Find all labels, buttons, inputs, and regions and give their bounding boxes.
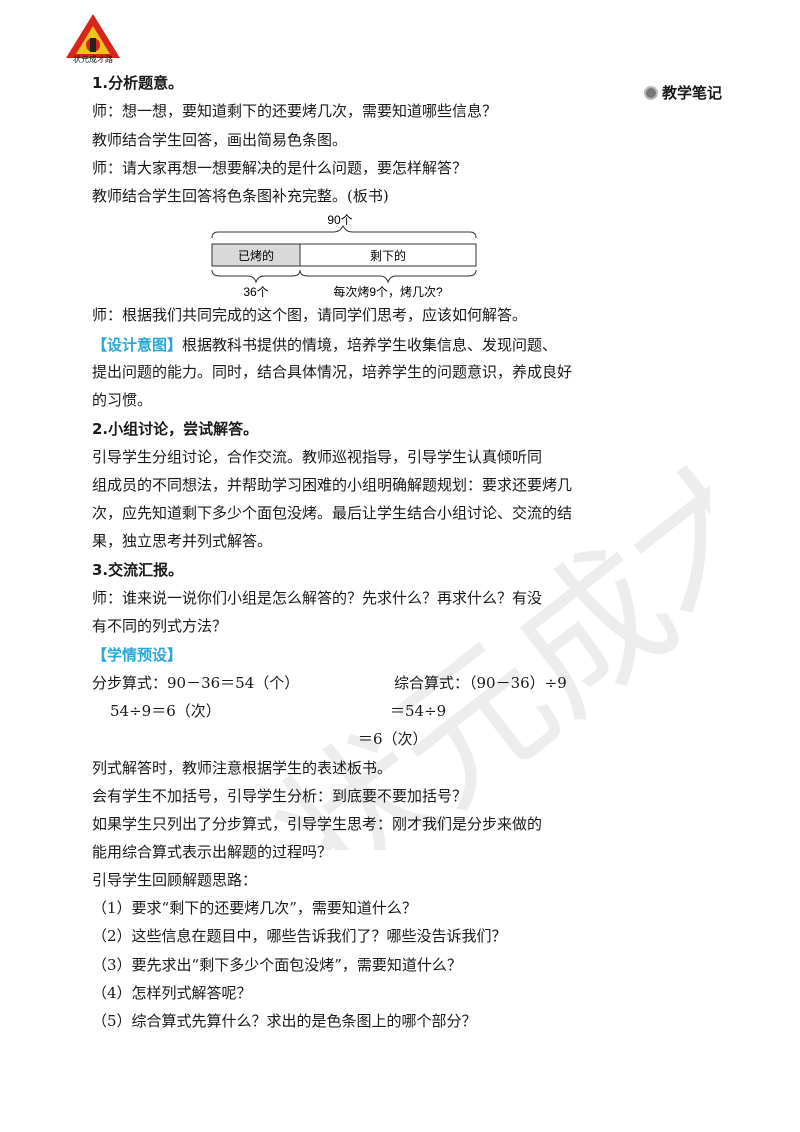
section1-p3: 师：请大家再想一想要解决的是什么问题，要怎样解答？ [92,159,468,177]
step-formula-1: 分步算式：90－36＝54（个） [92,674,300,692]
section2-line4: 果，独立思考并列式解答。 [92,532,273,550]
section1-p2: 教师结合学生回答，画出简易色条图。 [92,131,348,149]
section3-p3b: 能用综合算式表示出解题的过程吗？ [92,843,333,861]
teaching-notes-text: 教学笔记 [662,84,723,102]
section1-p1: 师：想一想，要知道剩下的还要烤几次，需要知道哪些信息？ [92,102,498,120]
design-intent-line1: 【设计意图】根据教科书提供的情境，培养学生收集信息、发现问题、 [92,335,557,355]
review-question-4: （4）怎样列式解答呢？ [92,984,252,1002]
learning-preset-tag: 【学情预设】 [92,646,183,664]
review-question-1: （1）要求“剩下的还要烤几次”，需要知道什么？ [92,899,417,917]
total-brace [211,224,477,239]
remaining-question: 每次烤9个，烤几次? [333,284,443,299]
review-question-5: （5）综合算式先算什么？求出的是色条图上的哪个部分？ [92,1012,477,1030]
design-intent-line3: 的习惯。 [92,391,153,409]
section3-p4: 引导学生回顾解题思路： [92,871,258,889]
combined-formula-1: 综合算式：（90－36）÷9 [394,674,567,692]
baked-brace [211,269,301,284]
remaining-segment [299,243,477,267]
bullet-icon [646,87,656,98]
section3-p1: 列式解答时，教师注意根据学生的表述板书。 [92,759,393,777]
section2-line2: 组成员的不同想法，并帮助学习困难的小组明确解题规划：要求还要烤几 [92,476,573,494]
design-intent-text1: 根据教科书提供的情境，培养学生收集信息、发现问题、 [182,336,558,354]
section2-line1: 引导学生分组讨论，合作交流。教师巡视指导，引导学生认真倾听同 [92,448,543,466]
review-question-2: （2）这些信息在题目中，哪些告诉我们了？哪些没告诉我们？ [92,927,507,945]
section3-heading: 3.交流汇报。 [92,561,184,579]
color-bar-diagram: 90个 已烤的 剩下的 36个 每次烤9个，烤几次? [211,213,477,299]
baked-count: 36个 [243,285,268,299]
brand-logo-text: 状元成才路 [73,55,113,64]
brand-logo [66,14,120,58]
review-question-3: （3）要先求出“剩下多少个面包没烤”，需要知道什么？ [92,956,462,974]
section1-p4: 教师结合学生回答将色条图补充完整。(板书) [92,187,389,205]
section3-p3a: 如果学生只列出了分步算式，引导学生思考：刚才我们是分步来做的 [92,815,543,833]
design-intent-line2: 提出问题的能力。同时，结合具体情况，培养学生的问题意识，养成良好 [92,363,573,381]
total-label: 90个 [327,213,352,227]
section1-p5: 师：根据我们共同完成的这个图，请同学们思考，应该如何解答。 [92,306,528,324]
step-formula-2: 54÷9＝6（次） [110,702,221,720]
combined-formula-2: ＝54÷9 [390,702,447,720]
combined-formula-3: ＝6（次） [358,730,428,748]
section1-heading: 1.分析题意。 [92,74,184,92]
section3-line1: 师：谁来说一说你们小组是怎么解答的？先求什么？再求什么？有没 [92,589,543,607]
baked-label: 已烤的 [238,248,274,263]
section3-p2: 会有学生不加括号，引导学生分析：到底要不要加括号？ [92,787,468,805]
teaching-notes-label: 教学笔记 [646,82,722,103]
design-intent-tag: 【设计意图】 [92,336,183,354]
section2-heading: 2.小组讨论，尝试解答。 [92,420,259,438]
section3-line2: 有不同的列式方法？ [92,617,228,635]
section2-line3: 次，应先知道剩下多少个面包没烤。最后让学生结合小组讨论、交流的结 [92,504,573,522]
remaining-brace [299,269,477,284]
remaining-label: 剩下的 [370,248,406,263]
